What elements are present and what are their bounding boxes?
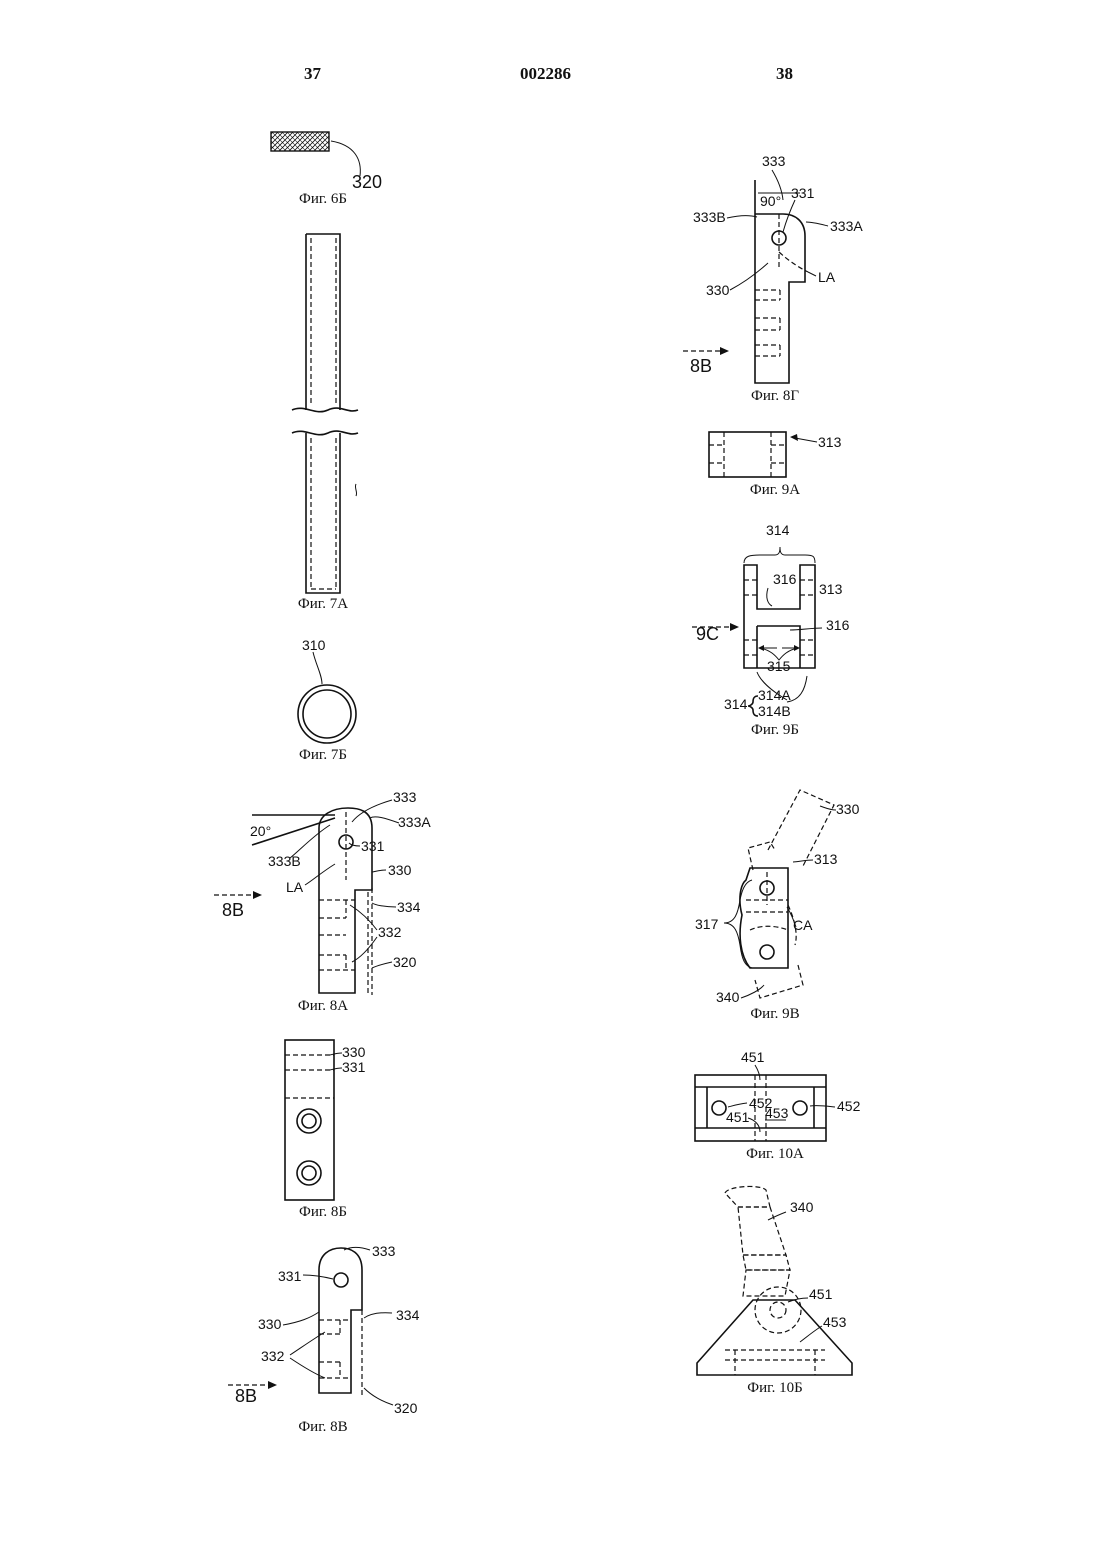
fig7b-group [298,652,356,743]
fig8g-ref-333: 333 [762,153,786,169]
fig8g-ref-330: 330 [706,282,730,298]
fig8v-ref-334: 334 [396,1307,420,1323]
fig6b-ref-label: 320 [352,172,382,192]
caption-fig8a: Фиг. 8А [298,998,348,1015]
fig9v-ref-313: 313 [814,851,838,867]
fig8v-ref-333: 333 [372,1243,396,1259]
fig9v-group [724,790,836,998]
fig8a-ref-320: 320 [393,954,417,970]
fig8v-ref-332: 332 [261,1348,285,1364]
fig6b-group [271,132,360,176]
fig8a-ref-331: 331 [361,838,385,854]
fig9v-ref-317: 317 [695,916,719,932]
fig9b-ref-316-lower: 316 [826,617,850,633]
fig10b-ref-340: 340 [790,1199,814,1215]
fig9b-ref-315: 315 [767,658,791,674]
fig10a-ref-451-top: 451 [741,1049,765,1065]
fig8a-ref-333b: 333B [268,853,301,869]
fig10a-ref-451-bottom: 451 [726,1109,750,1125]
fig8a-angle-label: 20° [250,823,271,839]
fig8v-ref-331: 331 [278,1268,302,1284]
fig8g-ref-331: 331 [791,185,815,201]
fig9b-ref-314-bracket: 314 [724,696,748,712]
fig9a-ref-313: 313 [818,434,842,450]
fig8a-la-label: LA [286,879,304,895]
fig10b-group [697,1186,852,1375]
fig9b-ref-314-top: 314 [766,522,790,538]
caption-fig8v: Фиг. 8В [298,1419,347,1436]
fig9b-view-label: 9C [696,624,719,644]
fig8b-ref-330: 330 [342,1044,366,1060]
caption-fig9v: Фиг. 9В [750,1006,799,1023]
caption-fig6b: Фиг. 6Б [299,191,347,208]
fig8g-view-label: 8B [690,356,712,376]
fig9b-ref-314a: 314A [758,687,791,703]
fig8g-group [683,170,828,383]
fig10a-ref-453: 453 [765,1105,789,1121]
fig8g-ref-333a: 333A [830,218,863,234]
fig8v-view-label: 8B [235,1386,257,1406]
fig9v-ca-label: CA [793,917,813,933]
caption-fig7a: Фиг. 7А [298,596,348,613]
fig8g-angle-label: 90° [760,193,781,209]
fig8v-ref-320: 320 [394,1400,418,1416]
fig8a-ref-330: 330 [388,862,412,878]
fig8b-group [285,1040,342,1200]
fig7a-group [292,234,358,593]
fig9a-group [709,432,817,477]
caption-fig9b: Фиг. 9Б [751,722,799,739]
fig8v-ref-330: 330 [258,1316,282,1332]
fig10b-ref-453: 453 [823,1314,847,1330]
fig9b-ref-316-upper: 316 [773,571,797,587]
fig9b-ref-313: 313 [819,581,843,597]
caption-fig10a: Фиг. 10А [746,1146,804,1163]
fig8a-ref-333a: 333A [398,814,431,830]
caption-fig8g: Фиг. 8Г [751,388,799,405]
fig8b-ref-331: 331 [342,1059,366,1075]
caption-fig7b: Фиг. 7Б [299,747,347,764]
fig8a-ref-332: 332 [378,924,402,940]
fig10b-ref-451: 451 [809,1286,833,1302]
fig9b-ref-314b: 314B [758,703,791,719]
fig10a-ref-452-right: 452 [837,1098,861,1114]
fig9v-ref-340: 340 [716,989,740,1005]
fig7b-ref-label: 310 [302,637,326,653]
fig8a-ref-334: 334 [397,899,421,915]
fig8g-ref-333b: 333B [693,209,726,225]
fig8v-group [228,1247,393,1405]
fig8a-group [214,800,399,995]
fig8a-ref-333: 333 [393,789,417,805]
fig8g-la-label: LA [818,269,836,285]
fig8a-view-label: 8B [222,900,244,920]
caption-fig8b: Фиг. 8Б [299,1204,347,1221]
caption-fig9a: Фиг. 9А [750,482,800,499]
fig9v-ref-330: 330 [836,801,860,817]
caption-fig10b: Фиг. 10Б [747,1380,802,1397]
